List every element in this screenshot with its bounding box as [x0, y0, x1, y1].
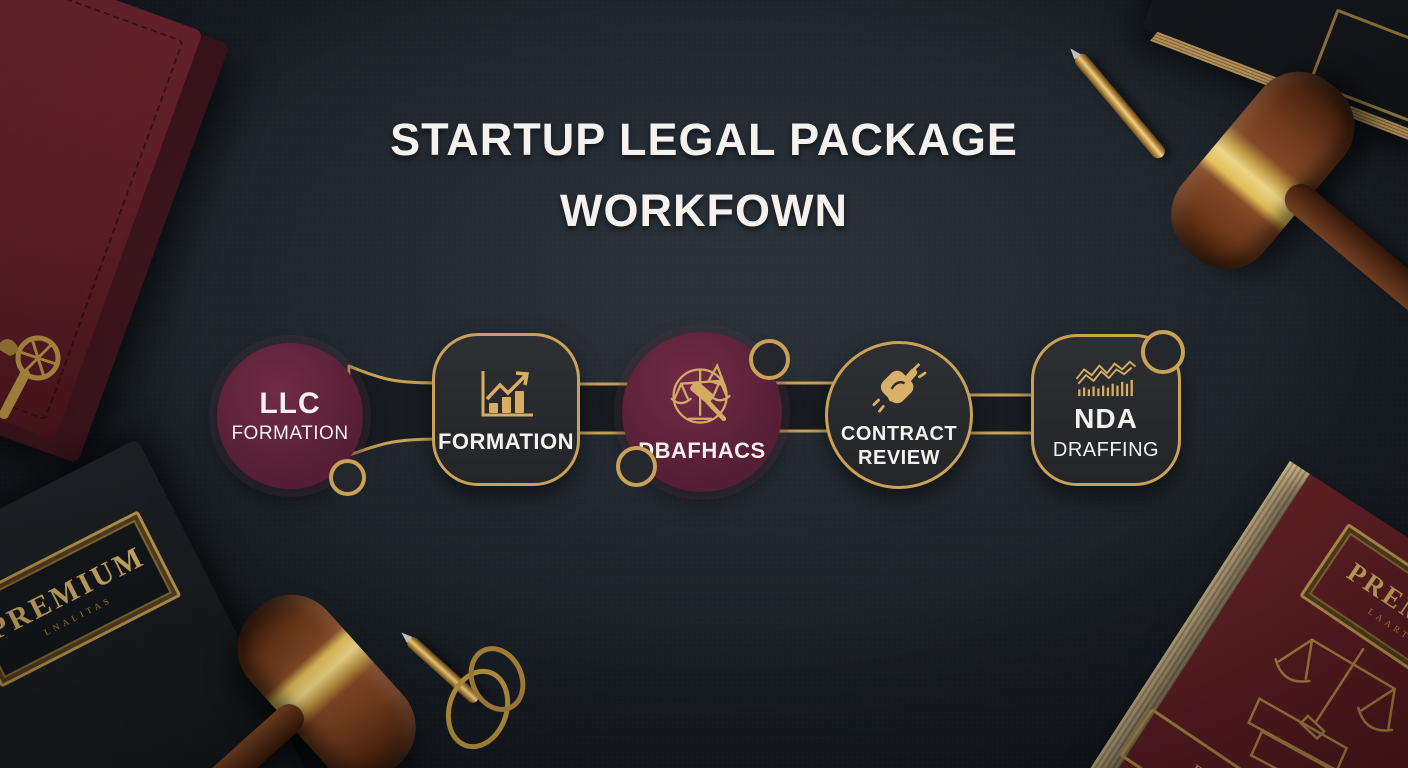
- book-bottom-right-premium: PREMIUM LAARTCAS: [1008, 460, 1408, 768]
- accent-dot: [749, 339, 790, 380]
- node-subtitle: FORMATION: [231, 422, 349, 444]
- node-formation: FORMATION: [432, 333, 580, 486]
- node-subtitle: REVIEW: [858, 446, 940, 469]
- premium-label-frame: PREMIUM LNALITAS: [0, 510, 182, 688]
- accent-dot: [616, 446, 657, 487]
- node-contract-review: CONTRACT REVIEW: [825, 341, 973, 489]
- poster-title-line2: WORKFOWN: [560, 185, 848, 236]
- contract-stamp-icon: [871, 361, 927, 413]
- growth-chart-icon: [473, 365, 539, 423]
- node-title: NDA: [1074, 403, 1138, 435]
- node-title: DBAFHACS: [638, 438, 766, 464]
- scales-gavel-icon: [663, 360, 741, 432]
- book-cover: PREMIUM LAARTCAS: [1028, 474, 1408, 768]
- poster-title: STARTUP LEGAL PACKAGE WORKFOWN: [0, 114, 1408, 237]
- node-title: CONTRACT: [840, 422, 958, 445]
- poster-title-line1: STARTUP LEGAL PACKAGE: [390, 114, 1018, 165]
- node-subtitle: DRAFFING: [1052, 438, 1160, 461]
- node-title: LLC: [259, 386, 321, 420]
- trend-lines-icon: [1072, 358, 1140, 398]
- gavel-handle: [145, 697, 311, 768]
- scales-emboss-icon: [1182, 590, 1408, 768]
- premium-label: PREMIUM: [0, 539, 151, 647]
- accent-dot: [1141, 330, 1185, 374]
- wheel-charm-icon: [0, 322, 72, 431]
- accent-dot: [329, 459, 366, 496]
- node-title: FORMATION: [437, 428, 575, 454]
